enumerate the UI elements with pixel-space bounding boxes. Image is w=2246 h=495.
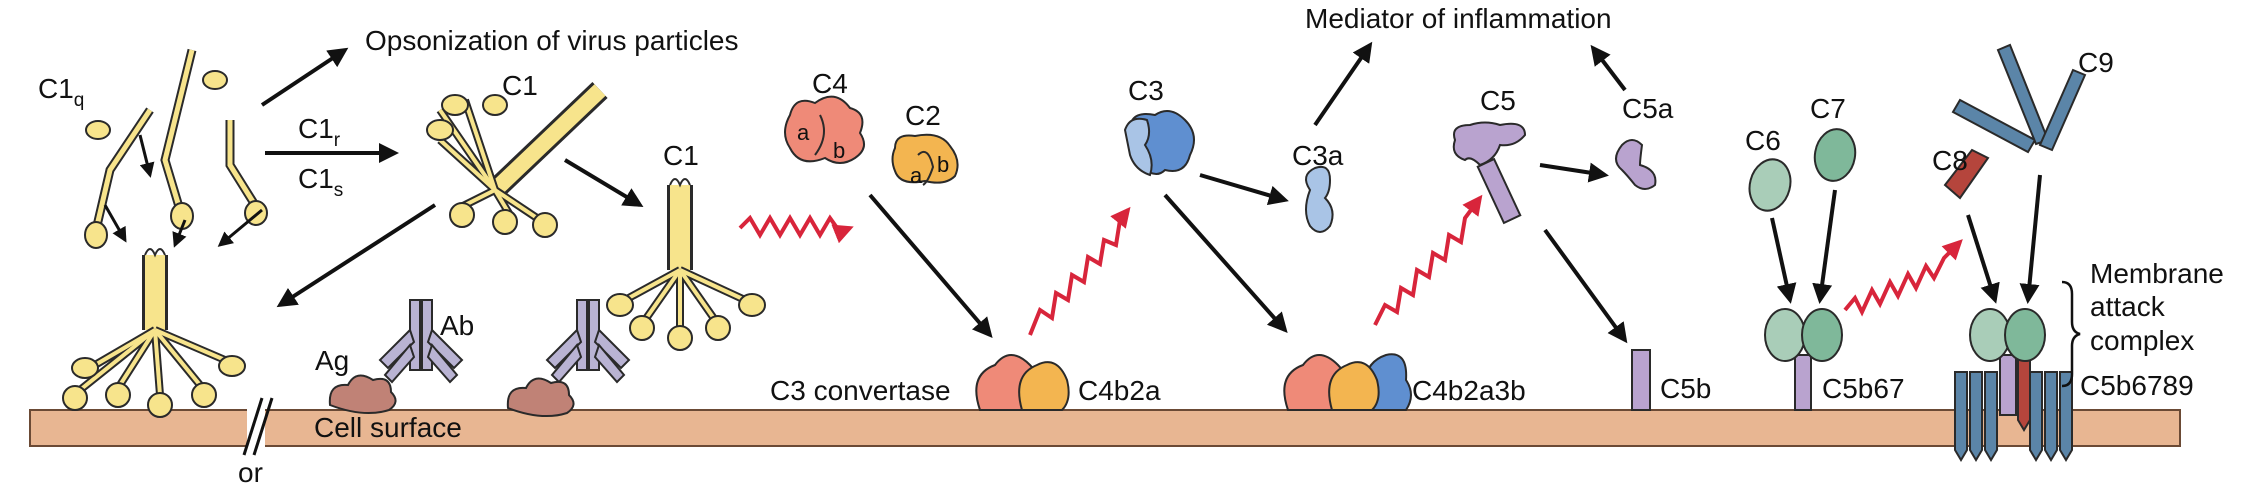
antibody-2 [545,299,631,384]
c9-label: C9 [2078,47,2114,78]
c6-label: C6 [1745,125,1781,156]
arrow-c5a-to-mediator [1590,44,1627,92]
c5b-label: C5b [1660,373,1711,404]
c4-label: C4 [812,68,848,99]
antibody-1 [378,299,464,384]
c7-protein [1813,128,1857,182]
c9-proteins [1951,43,2087,154]
arrow-c3-to-c3a [1199,173,1289,206]
c1-complex-top [426,82,608,238]
break-line-left [242,397,264,456]
c4b2a3b-c2a [1328,361,1380,411]
arrow-c5-to-c5b [1543,228,1628,344]
c1r-label: C1r [298,113,341,151]
c5b67-c7 [1801,308,1843,362]
arrow-c7-down [1812,189,1837,304]
ab-label: Ab [440,310,474,341]
antigen-1 [328,374,397,415]
c5b67-c6 [1764,308,1806,362]
c1q-label: C1q [38,73,84,111]
arrow-c8-down [1966,214,2000,304]
activation-arrow-c1 [738,214,854,244]
arrow-to-c4b2a [868,193,993,339]
c1-mid-label: C1 [663,140,699,171]
arrow-c1-to-c1-bound [563,158,644,208]
activation-arrow-c5b67 [1843,239,1963,317]
mac-pore [1954,371,2073,462]
c4b2a-label: C4b2a [1078,375,1161,406]
arrow-c6-down [1770,217,1797,304]
c8-protein [1943,148,1990,200]
c7-label: C7 [1810,93,1846,124]
c5a-protein [1615,139,1657,190]
c2-label: C2 [905,100,941,131]
arrow-c1q-down-3 [172,219,187,248]
antigen-2 [506,377,575,418]
opsonization-label: Opsonization of virus particles [365,25,739,56]
c1s-label: C1s [298,163,343,201]
c3-convertase-label: C3 convertase [770,375,951,406]
mac-line1-label: Membrane [2090,258,2224,289]
or-label: or [238,457,263,488]
c8-label: C8 [1932,145,1968,176]
c4b2a3b-label: C4b2a3b [1412,375,1526,406]
c3a-label: C3a [1292,140,1344,171]
mac-brace [2061,280,2081,388]
mediator-label: Mediator of inflammation [1305,3,1612,34]
c4-a-label: a [797,120,810,145]
c1-complex-bound [606,178,766,351]
c3a-protein [1305,165,1334,233]
c5b-protein [1631,349,1651,411]
c6-protein [1748,158,1792,212]
c5a-label: C5a [1622,93,1674,124]
cell-membrane [29,409,2181,447]
c5-label: C5 [1480,85,1516,116]
mac-line2-label: attack [2090,291,2166,322]
c5b67-label: C5b67 [1822,373,1905,404]
c5b67-stalk [1794,354,1812,411]
c3-label: C3 [1128,75,1164,106]
c1-top-label: C1 [502,70,538,101]
c4-b-label: b [833,138,845,163]
activation-arrow-c4b2a [1028,206,1131,336]
activation-arrow-c4b2a3b [1373,194,1483,326]
arrow-c5-to-c5a [1539,162,1609,183]
arrow-opsonization [260,47,349,107]
c5b6789-label: C5b6789 [2080,370,2194,401]
arrow-c1q-down-4 [217,208,263,247]
c2-protein [891,133,959,184]
c2-a-label: a [910,163,923,188]
c4-fragment-line [814,114,825,156]
c1q-assembled-membrane [62,248,246,418]
mac-c7 [2004,308,2046,362]
arrow-c1q-down-2 [138,134,155,178]
arrow-c3-to-c4b2a3b [1163,193,1288,333]
arrow-c9-down [2019,174,2042,304]
arrow-c1q-down-1 [103,204,127,243]
c5-stalk [1476,157,1522,225]
cell-surface-label: Cell surface [314,412,462,443]
break-line-right [252,397,274,456]
membrane-break [247,398,265,458]
arrow-c3a-to-mediator [1313,41,1373,127]
ag-label: Ag [315,345,349,376]
c2-b-label: b [937,152,949,177]
mac-c8 [2017,359,2031,432]
mac-line3-label: complex [2090,325,2194,356]
c2-fragment-line [917,151,935,186]
c3-inner [1123,117,1153,177]
mac-c5b [1999,354,2017,416]
c4b2a-c2a [1018,361,1070,411]
arrow-c1-to-membrane-left [276,203,437,308]
c5-protein [1452,121,1527,167]
